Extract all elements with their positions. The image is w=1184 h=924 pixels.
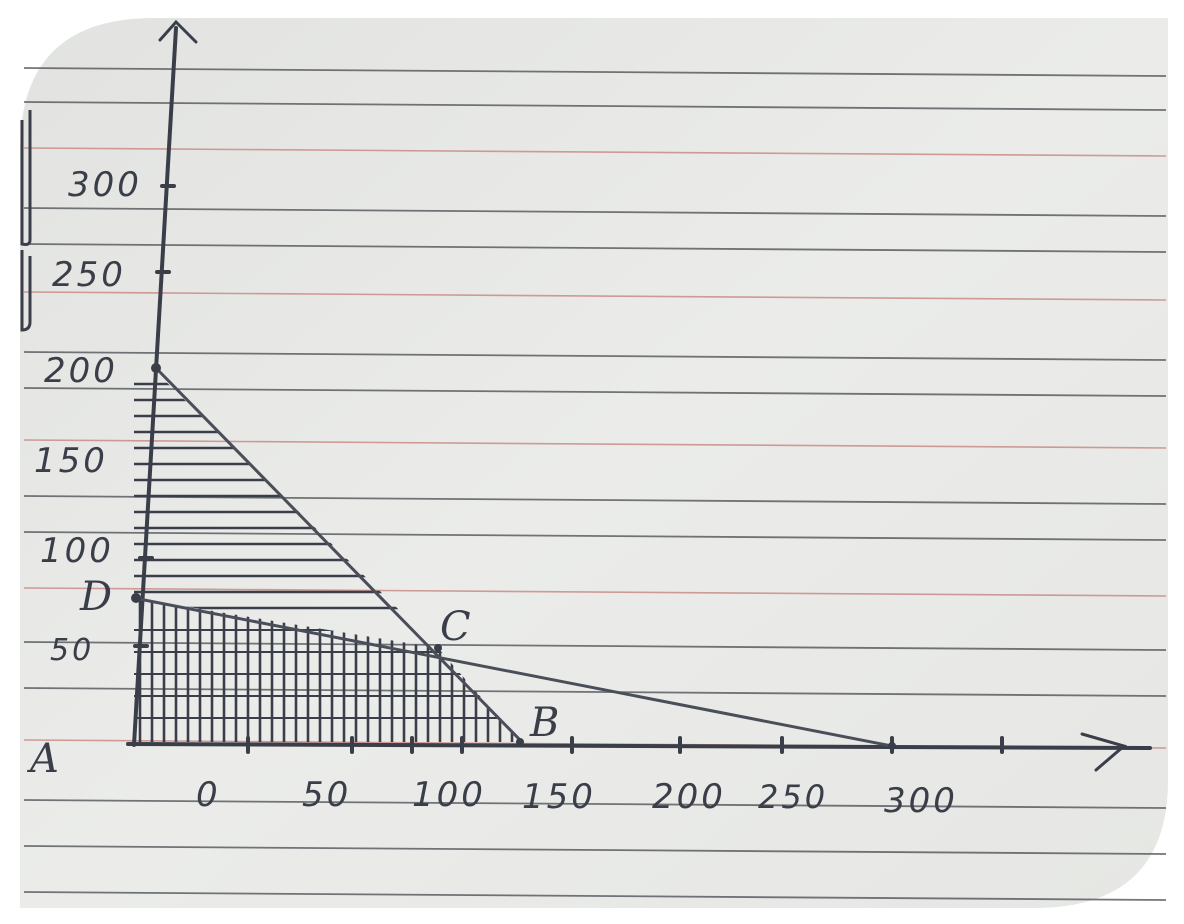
point-label-D: D: [79, 574, 112, 620]
margin-rule-line: [23, 291, 1167, 301]
x-tick-200: 200: [652, 777, 726, 817]
point-label-B: B: [529, 700, 559, 746]
x-axis-arrow: [1080, 732, 1128, 772]
rule-line: [23, 799, 1167, 809]
vertex-labels: A B C D: [26, 574, 559, 782]
vertex-C: [434, 644, 442, 652]
y-tick-300: 300: [68, 165, 142, 205]
line-D-to-300: [132, 596, 894, 748]
line-200-to-B: [152, 364, 524, 744]
point-label-A: A: [26, 736, 59, 782]
rule-line: [23, 387, 1167, 397]
y-tick-200: 200: [44, 351, 118, 391]
margin-rule-line: [23, 587, 1167, 597]
vertex-B: [516, 738, 524, 746]
x-tick-100: 100: [412, 775, 486, 815]
left-binding-strip: [20, 110, 32, 332]
x-tick-0: 0: [196, 775, 221, 815]
y-tick-150: 150: [34, 441, 108, 481]
x-tick-150: 150: [522, 777, 596, 817]
rule-line: [23, 101, 1167, 111]
vertex-200: [151, 363, 161, 373]
axes: [126, 19, 1152, 772]
margin-rule-line: [23, 147, 1167, 157]
y-tick-250: 250: [52, 255, 126, 295]
vertex-dots: [131, 363, 896, 750]
rule-line: [23, 67, 1167, 77]
rule-line: [23, 687, 1167, 697]
y-tick-labels: 300 250 200 150 100 50: [34, 165, 142, 668]
rule-line: [23, 531, 1167, 541]
y-axis: [132, 26, 178, 747]
point-label-C: C: [440, 604, 471, 650]
constraint-lines: [132, 364, 894, 748]
rule-line: [23, 891, 1167, 901]
margin-rule-line: [23, 439, 1167, 449]
x-tick-250: 250: [758, 778, 828, 816]
x-axis: [126, 742, 1152, 750]
rule-line: [23, 495, 1167, 505]
rule-line: [23, 351, 1167, 361]
y-tick-100: 100: [40, 531, 114, 571]
x-tick-labels: 0 50 100 150 200 250 300: [196, 775, 958, 821]
ruled-lines: [23, 67, 1167, 901]
vertex-300: [888, 742, 896, 750]
x-tick-50: 50: [302, 775, 351, 815]
rule-line: [23, 641, 1167, 651]
rule-line: [23, 207, 1167, 217]
axis-ticks: [133, 184, 1004, 754]
y-tick-50: 50: [50, 633, 94, 668]
vertex-D: [131, 593, 141, 603]
x-tick-300: 300: [884, 781, 958, 821]
y-axis-arrow: [158, 19, 198, 44]
rule-line: [23, 845, 1167, 855]
rule-line: [23, 243, 1167, 253]
